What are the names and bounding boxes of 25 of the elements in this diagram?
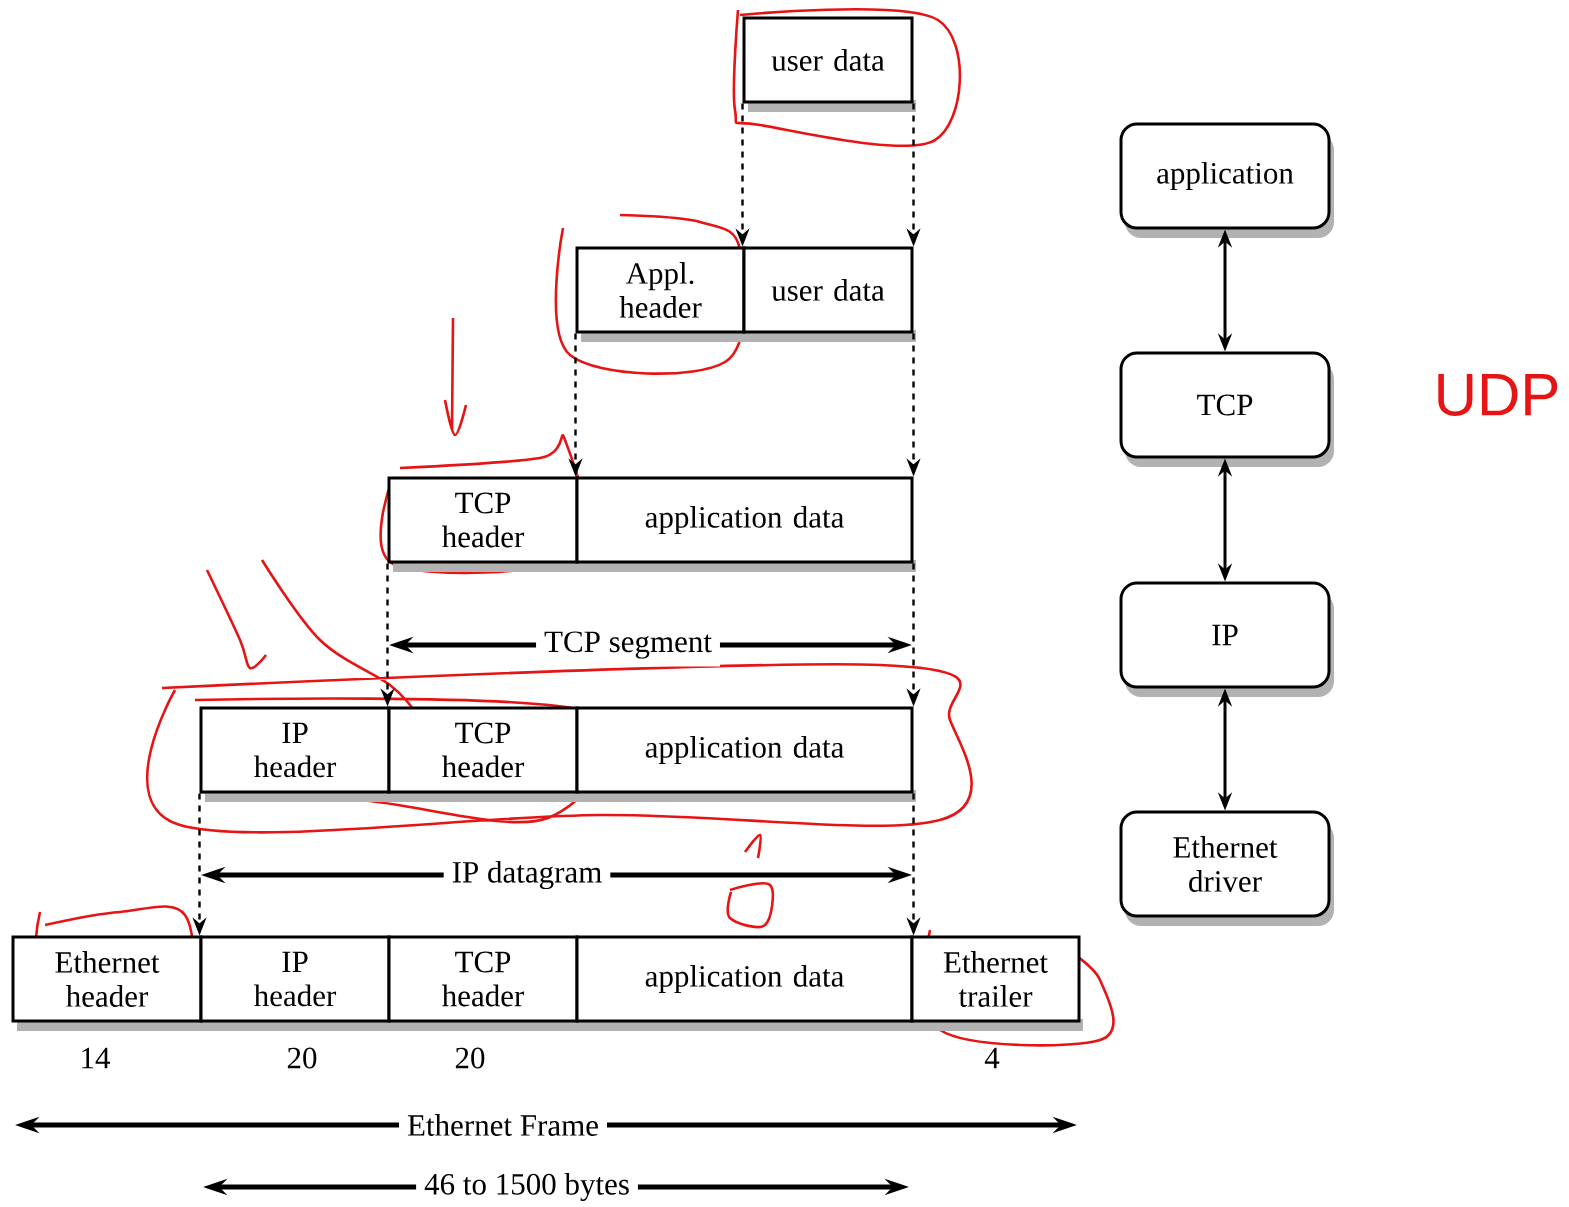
byte-count: 4: [984, 1047, 1000, 1069]
byte-count: 20: [287, 1047, 317, 1069]
packet-field-box: TCP header: [387, 706, 581, 802]
dimension-label: Ethernet Frame: [407, 1114, 598, 1136]
layer-box: Ethernet driver: [1119, 810, 1334, 926]
packet-field-box: TCP header: [387, 476, 581, 572]
packet-field-box: IP header: [199, 935, 393, 1031]
packet-field-box: application data: [575, 935, 916, 1031]
dimension-label: IP datagram: [452, 860, 602, 890]
layer-box: application: [1119, 122, 1334, 238]
packet-field-box: Ethernet trailer: [910, 935, 1083, 1031]
packet-field-box: application data: [575, 706, 916, 802]
packet-field-box: IP header: [199, 706, 393, 802]
byte-count: 20: [455, 1047, 485, 1069]
packet-field-box: Ethernet header: [11, 935, 205, 1031]
dimension-label: TCP segment: [544, 631, 712, 659]
packet-field-box: user data: [742, 246, 916, 342]
packet-field-box: user data: [742, 16, 916, 112]
packet-field-box: application data: [575, 476, 916, 572]
layer-box: IP: [1119, 581, 1334, 697]
dimension-label: 46 to 1500 bytes: [424, 1172, 629, 1202]
packet-field-box: Appl. header: [575, 246, 748, 342]
handwritten-note: UDP: [1438, 374, 1558, 416]
layer-box: TCP: [1119, 351, 1334, 467]
packet-field-box: TCP header: [387, 935, 581, 1031]
